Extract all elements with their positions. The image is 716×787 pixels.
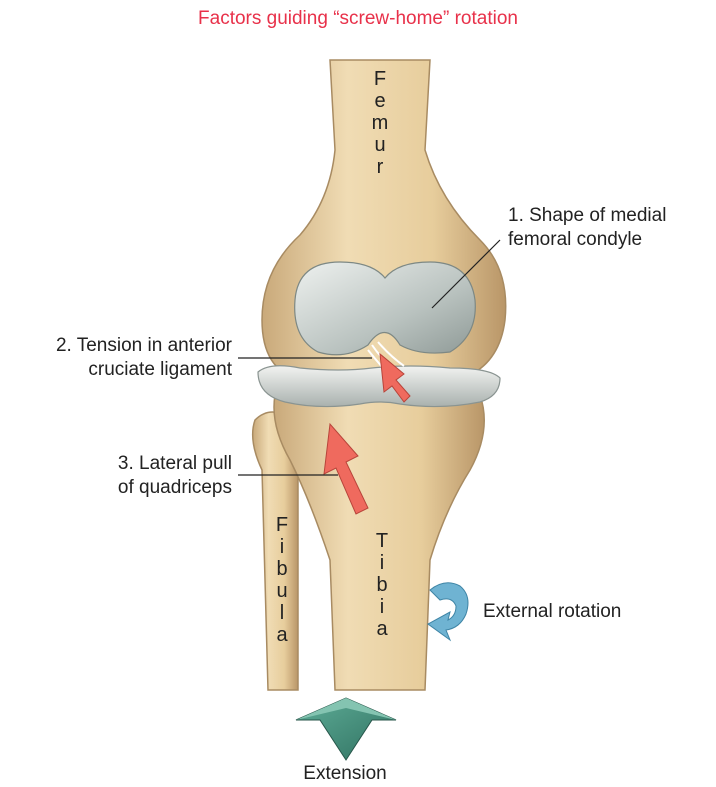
external-rotation-label: External rotation [483,600,621,624]
menisci [258,366,500,407]
femur-label: F e m u r [370,68,390,178]
diagram-title: Factors guiding “screw-home” rotation [0,8,716,30]
fibula-label: F i b u l a [272,514,292,646]
factor1-label: 1. Shape of medial femoral condyle [508,204,666,252]
factor3-label: 3. Lateral pull of quadriceps [40,452,232,500]
tibia-label: T i b i a [372,530,392,640]
extension-label: Extension [0,762,690,786]
factor2-label: 2. Tension in anterior cruciate ligament [10,334,232,382]
curved-rotation-arrow-icon [428,583,468,640]
extension-arrow-icon [296,698,396,760]
